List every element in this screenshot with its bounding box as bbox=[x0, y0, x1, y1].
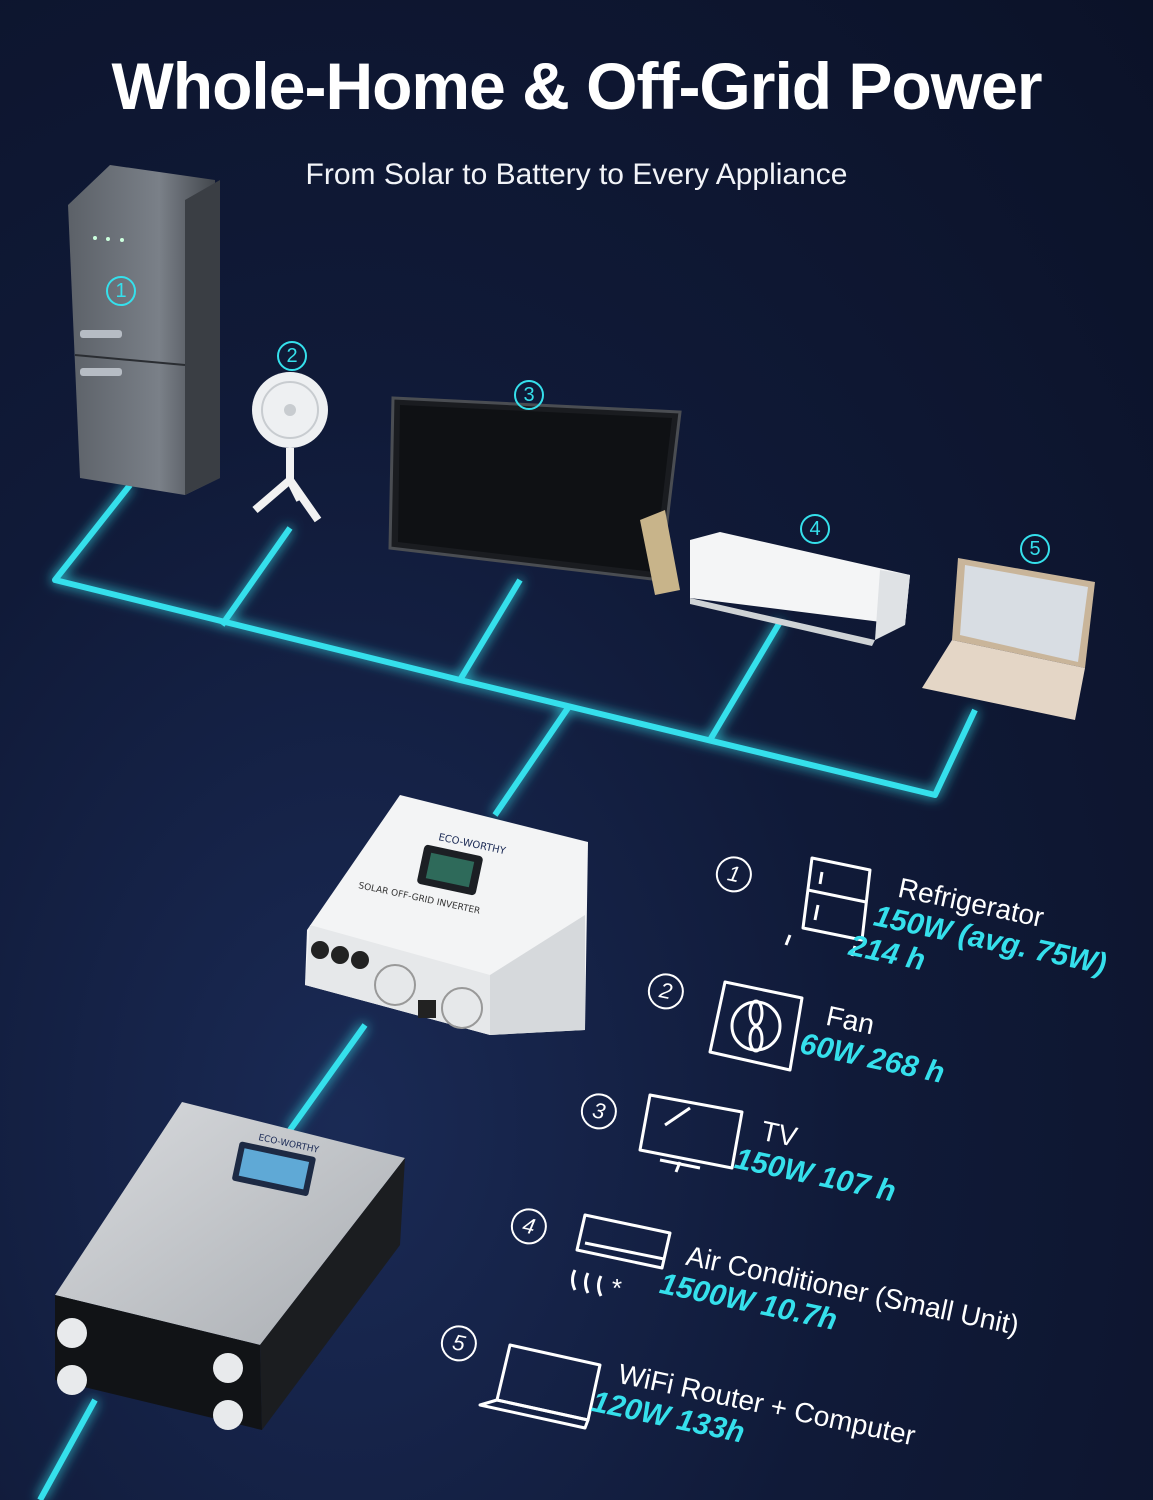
refrigerator-icon bbox=[784, 856, 872, 957]
refrigerator-illustration bbox=[68, 165, 220, 495]
badge-air-conditioner: 4 bbox=[800, 514, 830, 544]
badge-tv: 3 bbox=[514, 380, 544, 410]
page-subtitle: From Solar to Battery to Every Appliance bbox=[305, 158, 848, 191]
battery-illustration: ECO-WORTHY bbox=[55, 1102, 405, 1430]
fan-illustration bbox=[252, 372, 328, 523]
air-conditioner-icon: * bbox=[571, 1213, 672, 1303]
laptop-icon bbox=[478, 1343, 602, 1430]
tv-icon bbox=[638, 1093, 744, 1173]
laptop-illustration bbox=[922, 558, 1095, 720]
svg-text:*: * bbox=[612, 1273, 622, 1303]
fan-icon bbox=[708, 980, 804, 1072]
inverter-illustration: ECO-WORTHY SOLAR OFF-GRID INVERTER bbox=[305, 795, 588, 1035]
power-wires bbox=[37, 483, 978, 1500]
air-conditioner-illustration bbox=[690, 532, 910, 646]
spec-icons: * bbox=[478, 856, 872, 1430]
badge-laptop: 5 bbox=[1020, 534, 1050, 564]
badge-fan: 2 bbox=[277, 341, 307, 371]
badge-refrigerator: 1 bbox=[106, 276, 136, 306]
page-title: Whole-Home & Off-Grid Power bbox=[111, 49, 1043, 123]
tv-illustration bbox=[388, 396, 682, 595]
